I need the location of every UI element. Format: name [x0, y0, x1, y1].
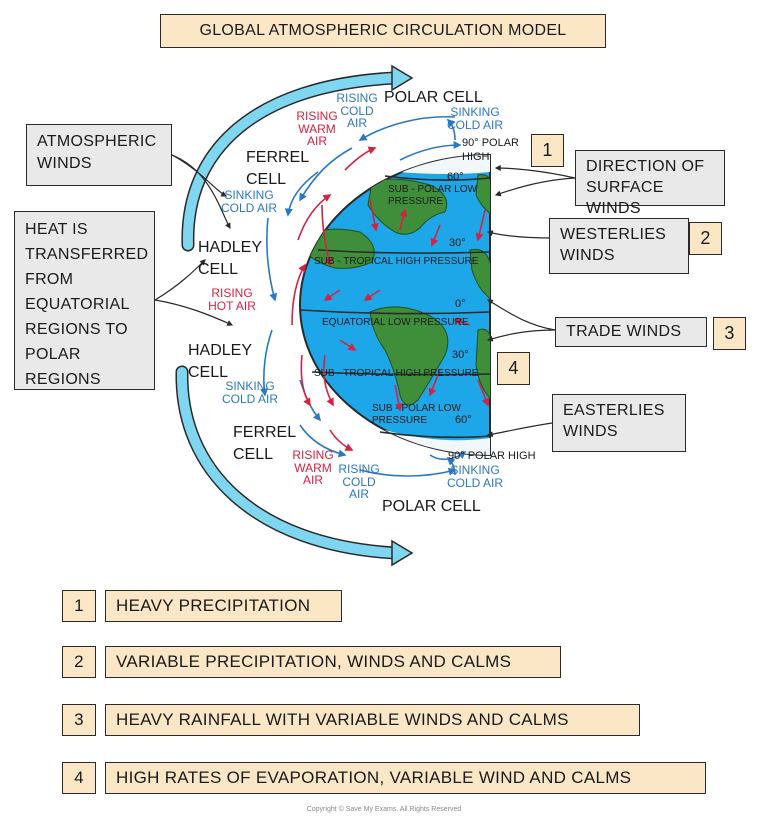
- heat-transfer-arrows: [175, 64, 414, 567]
- legend-text: HEAVY RAINFALL WITH VARIABLE WINDS AND C…: [105, 704, 640, 736]
- polar-high-top-label: 90° POLAR HIGH: [462, 137, 519, 163]
- hadley-cell-bottom-label: HADLEY CELL: [188, 342, 252, 381]
- legend-text: HIGH RATES OF EVAPORATION, VARIABLE WIND…: [105, 762, 706, 794]
- rising-hot-air-label: RISING HOT AIR: [208, 286, 256, 313]
- rising-warm-air-top-label: RISING WARM AIR: [296, 109, 338, 149]
- marker-2: 2: [689, 222, 722, 255]
- polar-cell-top-label: POLAR CELL: [384, 89, 483, 106]
- sinking-cold-air-lower-label: SINKING COLD AIR: [221, 379, 278, 406]
- sub-polar-low-south: SUB - POLAR LOW PRESSURE: [372, 403, 461, 426]
- lat-0: 0°: [455, 298, 466, 310]
- sub-polar-low-north: SUB - POLAR LOW PRESSURE: [388, 184, 477, 207]
- legend-number: 3: [62, 704, 96, 736]
- ferrel-cell-top-label: FERREL CELL: [246, 149, 309, 188]
- polar-cell-bottom-label: POLAR CELL: [382, 498, 481, 515]
- sub-tropical-high-south: SUB - TROPICAL HIGH PRESSURE: [314, 368, 479, 379]
- marker-1: 1: [531, 134, 564, 167]
- legend-number: 1: [62, 590, 96, 622]
- sinking-cold-air-upper-label: SINKING COLD AIR: [220, 188, 277, 215]
- rising-cold-air-bottom-label: RISING COLD AIR: [338, 462, 380, 502]
- atmospheric-winds-label: ATMOSPHERIC WINDS: [26, 124, 172, 186]
- copyright-notice: Copyright © Save My Exams. All Rights Re…: [306, 806, 462, 813]
- lat-60-north: 60°: [447, 171, 464, 183]
- polar-high-bottom-label: 90° POLAR HIGH: [448, 450, 536, 462]
- heat-transfer-label: HEAT IS TRANSFERRED FROM EQUATORIAL REGI…: [14, 211, 155, 390]
- lat-30-south: 30°: [452, 349, 469, 361]
- rising-warm-air-bottom-label: RISING WARM AIR: [292, 448, 334, 488]
- trade-winds-label: TRADE WINDS: [555, 317, 707, 347]
- surface-winds-label: DIRECTION OF SURFACE WINDS: [575, 150, 725, 217]
- marker-3: 3: [713, 317, 746, 350]
- legend-text: HEAVY PRECIPITATION: [105, 590, 342, 622]
- lat-60-south: 60°: [455, 414, 472, 426]
- marker-4: 4: [497, 352, 530, 385]
- hadley-cell-top-label: HADLEY CELL: [198, 239, 262, 278]
- rising-cold-air-top-label: RISING COLD AIR: [336, 91, 378, 131]
- diagram-title: GLOBAL ATMOSPHERIC CIRCULATION MODEL: [160, 14, 606, 48]
- equatorial-low-label: EQUATORIAL LOW PRESSURE: [322, 317, 469, 328]
- legend-text: VARIABLE PRECIPITATION, WINDS AND CALMS: [105, 646, 561, 678]
- sub-tropical-high-north: SUB - TROPICAL HIGH PRESSURE: [314, 256, 479, 267]
- sinking-cold-air-top-label: SINKING COLD AIR: [446, 105, 503, 132]
- sinking-cold-air-bottom-label: SINKING COLD AIR: [446, 463, 503, 490]
- connector-lines: [154, 154, 576, 438]
- legend-number: 4: [62, 762, 96, 794]
- westerlies-label: WESTERLIES WINDS: [549, 218, 689, 274]
- red-wind-arrows: [291, 146, 490, 451]
- legend-number: 2: [62, 646, 96, 678]
- lat-30-north: 30°: [449, 237, 466, 249]
- ferrel-cell-bottom-label: FERREL CELL: [233, 424, 296, 463]
- easterlies-label: EASTERLIES WINDS: [552, 394, 686, 452]
